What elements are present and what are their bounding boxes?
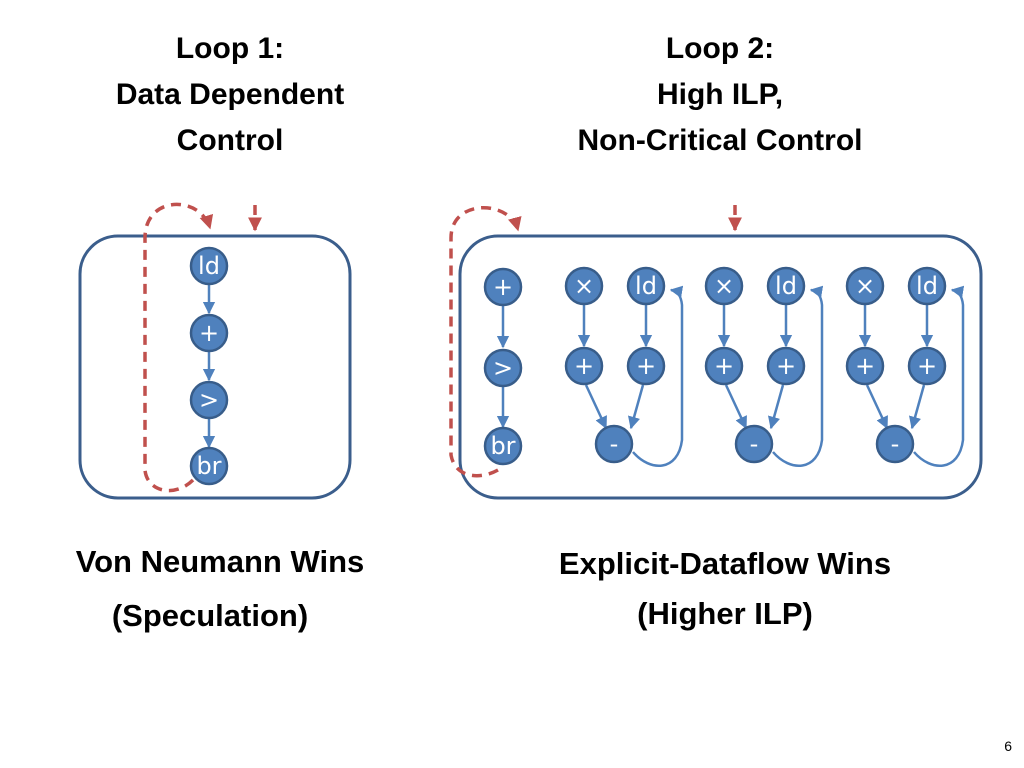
lane2-node-sub-label: - [750,430,759,458]
lane1-edge-sub-ld [632,285,684,467]
loop2-lane-3: × ld + + - [845,266,965,467]
lane2-node-add2-label: + [776,352,796,380]
lane2-edge-add1-sub [724,384,748,430]
lane3-edge-sub-ld [913,285,965,467]
lane2-node-mul: × [704,266,744,306]
lane3-node-sub: - [875,424,915,464]
loop1-caption-main: Von Neumann Wins [75,544,365,579]
loop1-node-ld: ld [189,246,229,286]
loop1-title: Loop 1: Data Dependent Control [60,26,400,164]
loop1-title-line-3: Control [176,124,284,157]
loop1-box [78,234,352,500]
lane1-node-mul: × [564,266,604,306]
loop1-caption-sub: (Speculation) [111,598,309,633]
lane3-node-mul-label: × [855,272,875,300]
loop1-node-gt: > [189,380,229,420]
lane3-node-ld-label: ld [916,272,938,300]
loop2-node-br-label: br [490,432,515,460]
loop1-control-arrow-back [143,202,214,493]
loop2-node-br: br [483,426,523,466]
loop1-node-br-label: br [196,452,221,480]
lane1-edge-add2-sub [628,384,645,430]
lane1-node-sub: - [594,424,634,464]
loop2-node-gt-label: > [493,354,513,382]
page-number: 6 [1004,738,1012,754]
loop2-lane-2: × ld + + - [704,266,824,467]
lane3-node-add2-label: + [917,352,937,380]
loop1-node-ld-label: ld [198,252,220,280]
lane3-node-add1-label: + [855,352,875,380]
lane2-node-ld-label: ld [775,272,797,300]
lane3-node-add1: + [845,346,885,386]
lane3-edge-add1-sub [865,384,889,430]
lane2-edge-add2-sub [768,384,785,430]
lane1-node-add2: + [626,346,666,386]
lane1-node-add1: + [564,346,604,386]
lane3-node-add2: + [907,346,947,386]
lane3-node-ld: ld [907,266,947,306]
loop2-control-arrow-back [449,206,522,478]
lane1-node-add1-label: + [574,352,594,380]
loop2-title-line-2: High ILP, [656,78,784,111]
lane2-node-add1-label: + [714,352,734,380]
loop2-title: Loop 2: High ILP, Non-Critical Control [530,26,910,164]
loop1-title-line-1: Loop 1: [175,32,285,65]
loop1-title-line-2: Data Dependent [115,78,345,111]
loop2-node-add-label: + [493,273,513,301]
lane1-node-ld-label: ld [635,272,657,300]
lane1-edge-add1-sub [584,384,608,430]
lane2-node-ld: ld [766,266,806,306]
loop2-title-line-3: Non-Critical Control [577,124,863,157]
loop2-node-add: + [483,267,523,307]
lane1-node-sub-label: - [610,430,619,458]
lane2-node-mul-label: × [714,272,734,300]
loop1-node-br: br [189,446,229,486]
lane1-node-add2-label: + [636,352,656,380]
lane2-node-add2: + [766,346,806,386]
loop2-node-gt: > [483,348,523,388]
loop2-box [458,234,983,500]
loop2-title-line-1: Loop 2: [665,32,775,65]
lane3-node-mul: × [845,266,885,306]
loop1-node-add: + [189,313,229,353]
lane3-edge-add2-sub [909,384,926,430]
loop1-node-gt-label: > [199,386,219,414]
lane2-node-sub: - [734,424,774,464]
loop2-caption-main: Explicit-Dataflow Wins [558,546,892,581]
lane2-edge-sub-ld [772,285,824,467]
loop1-node-add-label: + [199,319,219,347]
loop2-lane-1: × ld + + - [564,266,684,467]
loop2-caption-sub: (Higher ILP) [637,596,813,631]
lane1-node-ld: ld [626,266,666,306]
lane2-node-add1: + [704,346,744,386]
lane1-node-mul-label: × [574,272,594,300]
lane3-node-sub-label: - [891,430,900,458]
